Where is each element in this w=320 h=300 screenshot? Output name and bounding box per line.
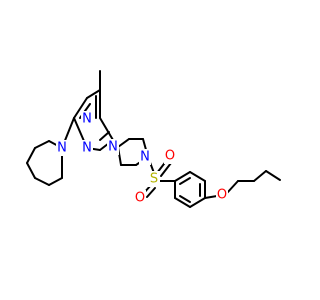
bond-15 <box>26 162 36 179</box>
atom-o-1: O <box>164 148 176 164</box>
atom-n-piperazine-1: N <box>107 139 119 155</box>
svg-text:N: N <box>108 140 118 155</box>
atom-n-piperidine: N <box>56 140 68 156</box>
bond-32 <box>174 171 191 182</box>
bond-41 <box>204 195 218 199</box>
svg-text:O: O <box>165 149 175 164</box>
svg-text:S: S <box>150 172 158 187</box>
bond-45 <box>265 170 281 181</box>
bond-14 <box>26 147 36 164</box>
atom-n-pyrimidine-1: N <box>81 111 93 127</box>
svg-text:O: O <box>217 188 227 203</box>
atom-s: S <box>148 171 160 187</box>
bond-2 <box>73 97 88 119</box>
bond-38 <box>179 177 191 185</box>
svg-text:N: N <box>57 141 67 156</box>
bond-44 <box>253 170 267 182</box>
svg-text:N: N <box>140 150 150 165</box>
bond-6 <box>99 117 114 141</box>
bond-40 <box>179 195 191 203</box>
atom-o-ether: O <box>216 187 228 203</box>
atom-o-2: O <box>134 190 146 206</box>
atom-n-piperazine-2: N <box>139 149 151 165</box>
bond-28 <box>160 162 172 177</box>
atom-label-layer: N N N N N S O O <box>56 111 228 206</box>
bond-33 <box>189 171 206 182</box>
bond-17 <box>48 177 63 186</box>
bond-16 <box>34 177 50 186</box>
atom-n-pyrimidine-2: N <box>81 140 93 156</box>
svg-text:O: O <box>135 191 145 206</box>
bond-42 <box>226 180 239 194</box>
bond-35 <box>189 197 206 208</box>
svg-text:N: N <box>82 112 92 127</box>
bond-1 <box>86 89 101 99</box>
bond-9 <box>99 131 110 141</box>
bond-30 <box>146 187 156 198</box>
svg-text:N: N <box>82 141 92 156</box>
bond-13 <box>34 140 50 149</box>
molecule-structure-diagram: N N N N N S O O <box>26 70 281 208</box>
bond-36 <box>174 197 191 208</box>
bond-20 <box>117 138 130 148</box>
